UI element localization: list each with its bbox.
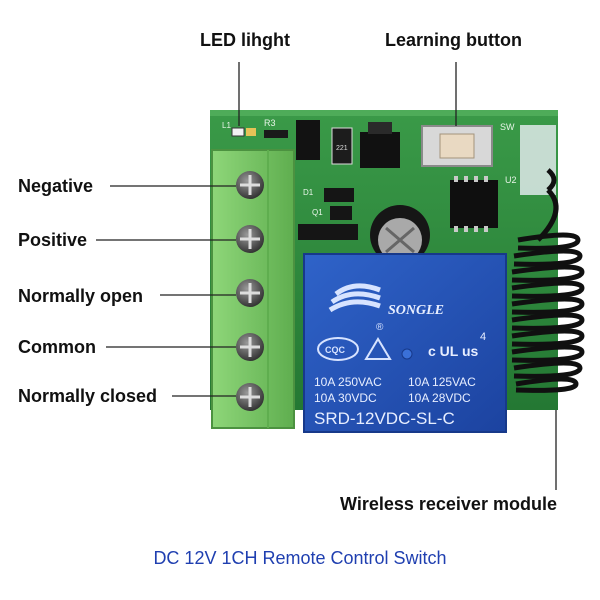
callout-learning-button: Learning button bbox=[385, 30, 522, 50]
silk-q1: Q1 bbox=[312, 208, 323, 217]
decoder-ic-pins bbox=[454, 176, 488, 232]
callout-negative: Negative bbox=[18, 176, 94, 196]
relay-brand: SONGLE bbox=[388, 303, 444, 318]
diode-d1 bbox=[324, 188, 354, 202]
capacitor-vent bbox=[385, 226, 415, 254]
terminal-screws bbox=[236, 171, 264, 411]
silk-cap-code: 221 bbox=[336, 145, 348, 152]
resistor-r3 bbox=[264, 130, 288, 138]
relay-rating-1r: 10A 125VAC bbox=[408, 375, 476, 389]
leader-lines bbox=[96, 62, 557, 490]
callout-positive: Positive bbox=[18, 230, 88, 250]
callout-wireless-module: Wireless receiver module bbox=[340, 494, 557, 514]
relay-body bbox=[303, 253, 507, 433]
regulator-chip bbox=[360, 132, 400, 168]
diode-lower bbox=[298, 224, 358, 240]
led-component bbox=[231, 127, 245, 137]
callout-normally-closed: Normally closed bbox=[18, 386, 158, 406]
songle-logo bbox=[328, 283, 381, 313]
callout-common: Common bbox=[18, 337, 96, 357]
decoder-ic bbox=[450, 180, 498, 228]
chip-top-left bbox=[296, 120, 320, 160]
product-caption: DC 12V 1CH Remote Control Switch bbox=[153, 548, 447, 568]
relay-rating-2l: 10A 30VDC bbox=[314, 391, 377, 405]
ul-mark: c UL us bbox=[428, 343, 479, 359]
callout-led: LED lihght bbox=[200, 30, 290, 50]
silk-sw: SW bbox=[500, 122, 515, 132]
learning-button-actuator bbox=[439, 133, 475, 159]
relay-rating-2r: 10A 28VDC bbox=[408, 391, 471, 405]
callout-normally-open: Normally open bbox=[18, 286, 144, 306]
relay-rating-1l: 10A 250VAC bbox=[314, 375, 382, 389]
regulator-tab bbox=[368, 122, 392, 134]
pcb-edge bbox=[210, 110, 558, 116]
relay-registered-mark: ® bbox=[376, 322, 384, 333]
silk-d1: D1 bbox=[303, 188, 314, 197]
antenna-coil bbox=[511, 168, 585, 393]
triangle-mark bbox=[364, 337, 392, 360]
transistor-q1 bbox=[330, 206, 352, 220]
silk-r3: R3 bbox=[264, 118, 276, 128]
ul-digit: 4 bbox=[480, 331, 486, 343]
silk-u2: U2 bbox=[505, 175, 517, 185]
silk-l1: L1 bbox=[222, 121, 231, 130]
relay-pin-dot bbox=[401, 348, 413, 360]
relay-model: SRD-12VDC-SL-C bbox=[314, 409, 455, 428]
cqc-mark bbox=[317, 337, 359, 361]
led-pad bbox=[246, 128, 256, 136]
pin-header bbox=[520, 125, 556, 195]
cqc-text: CQC bbox=[325, 345, 346, 355]
capacitor-221 bbox=[331, 127, 353, 165]
